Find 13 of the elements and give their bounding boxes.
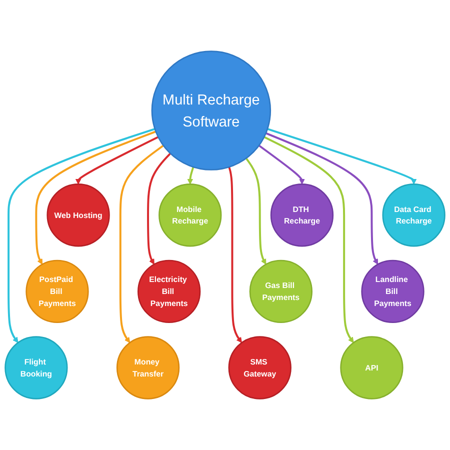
arrow [258,144,305,184]
arrow [75,136,159,184]
arrow [8,128,156,343]
arrow [245,158,266,265]
arrow [35,130,156,265]
arrow [228,166,242,343]
arrow [147,152,172,265]
arrow [266,132,378,265]
arrow [119,144,164,343]
arrow [267,128,417,184]
arrow [187,166,194,184]
node-circle: Multi Recharge Software [151,50,272,170]
arrow [264,136,354,343]
